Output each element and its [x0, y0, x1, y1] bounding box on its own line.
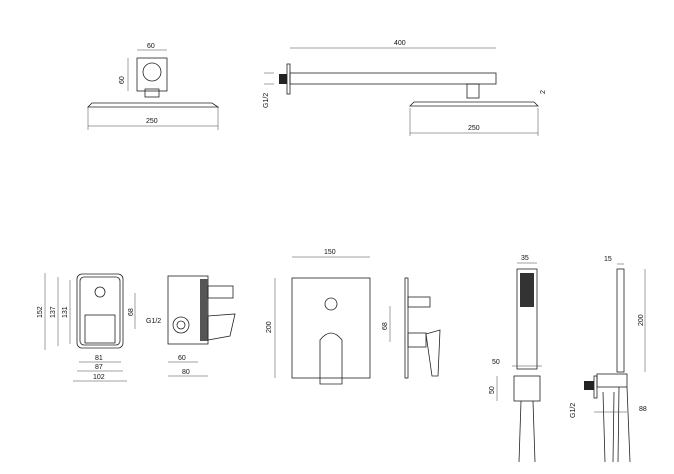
- hand-shower-front-view: 35 50 50: [489, 255, 542, 463]
- hand-shower-side-view: 15 200 G1/2 88: [570, 256, 647, 463]
- dim-head-250: 250: [146, 118, 158, 125]
- valve-box-side-view: G1/2 60 80: [146, 275, 236, 377]
- dim-thickness-2: 2: [540, 90, 547, 94]
- dim-152: 152: [37, 306, 44, 318]
- dim-88: 88: [639, 406, 647, 413]
- dim-68: 68: [382, 322, 389, 330]
- label-thread-g12: G1/2: [146, 318, 161, 325]
- dim-87: 87: [95, 364, 103, 371]
- label-thread-g12: G1/2: [570, 403, 577, 418]
- dim-arm-400: 400: [394, 40, 406, 47]
- dim-35: 35: [521, 255, 529, 262]
- dim-68: 68: [128, 308, 135, 316]
- dim-80: 80: [182, 369, 190, 376]
- dim-200: 200: [266, 321, 273, 333]
- dim-200: 200: [638, 314, 645, 326]
- dim-131: 131: [62, 306, 69, 318]
- dim-60: 60: [178, 355, 186, 362]
- dim-height-60: 60: [119, 76, 126, 84]
- overhead-shower-front-view: 60 60 250: [87, 43, 220, 130]
- label-thread-g12: G1/2: [263, 93, 270, 108]
- dim-width-60: 60: [147, 43, 155, 50]
- dim-137: 137: [50, 306, 57, 318]
- dim-head-250: 250: [468, 125, 480, 132]
- dim-50-height: 50: [489, 386, 496, 394]
- overhead-shower-side-view: 400 G1/2 2 250: [263, 40, 547, 136]
- dim-50-width: 50: [492, 359, 500, 366]
- dim-15: 15: [604, 256, 612, 263]
- dim-102: 102: [93, 374, 105, 381]
- dim-150: 150: [324, 249, 336, 256]
- mixer-cover-plate: 150 200 68: [266, 249, 441, 385]
- valve-box-front-view: 152 137 131 68 81 87 102: [37, 273, 136, 382]
- dim-81: 81: [95, 355, 103, 362]
